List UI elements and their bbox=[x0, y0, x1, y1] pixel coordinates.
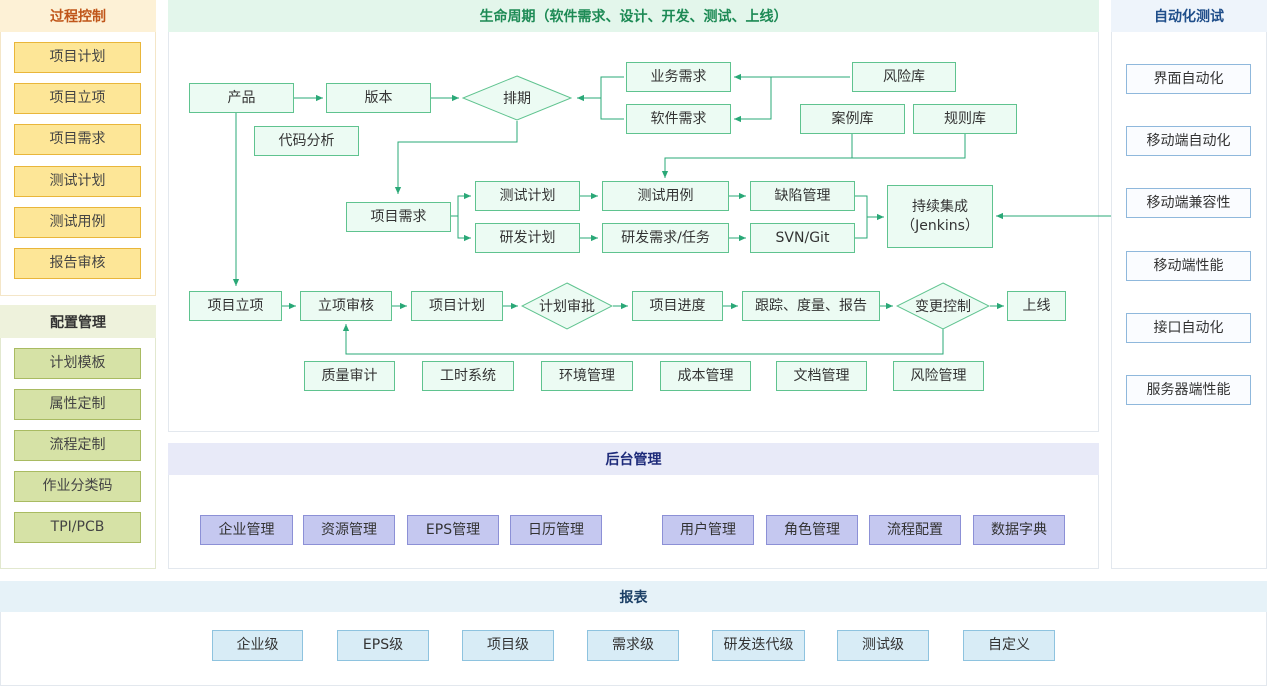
node-test-plan[interactable]: 测试计划 bbox=[475, 181, 580, 211]
node-dev-task[interactable]: 研发需求/任务 bbox=[602, 223, 729, 253]
config-item-tpi-pcb[interactable]: TPI/PCB bbox=[14, 512, 141, 543]
node-doc-mgmt[interactable]: 文档管理 bbox=[776, 361, 867, 391]
process-item-project-init[interactable]: 项目立项 bbox=[14, 83, 141, 114]
node-cost-mgmt[interactable]: 成本管理 bbox=[660, 361, 751, 391]
backend-item-eps[interactable]: EPS管理 bbox=[407, 515, 499, 545]
node-schedule-diamond[interactable]: 排期 bbox=[462, 75, 572, 121]
diamond-shape bbox=[896, 282, 990, 330]
node-test-case[interactable]: 测试用例 bbox=[602, 181, 729, 211]
node-quality-audit[interactable]: 质量审计 bbox=[304, 361, 395, 391]
node-change-ctrl-diamond[interactable]: 变更控制 bbox=[896, 282, 990, 330]
report-item-req[interactable]: 需求级 bbox=[587, 630, 679, 661]
node-case-lib[interactable]: 案例库 bbox=[800, 104, 905, 134]
backend-title: 后台管理 bbox=[168, 443, 1099, 475]
process-item-project-plan[interactable]: 项目计划 bbox=[14, 42, 141, 73]
auto-item-server[interactable]: 服务器端性能 bbox=[1126, 375, 1251, 405]
lifecycle-title: 生命周期（软件需求、设计、开发、测试、上线） bbox=[168, 0, 1099, 32]
node-risk-lib[interactable]: 风险库 bbox=[852, 62, 956, 92]
auto-item-perf[interactable]: 移动端性能 bbox=[1126, 251, 1251, 281]
auto-test-panel bbox=[1111, 0, 1267, 569]
config-item-plan-template[interactable]: 计划模板 bbox=[14, 348, 141, 379]
report-title: 报表 bbox=[0, 581, 1267, 612]
config-item-job-code[interactable]: 作业分类码 bbox=[14, 471, 141, 502]
node-risk-mgmt[interactable]: 风险管理 bbox=[893, 361, 984, 391]
node-timesheet[interactable]: 工时系统 bbox=[422, 361, 514, 391]
backend-item-user[interactable]: 用户管理 bbox=[662, 515, 754, 545]
report-item-eps[interactable]: EPS级 bbox=[337, 630, 429, 661]
node-version[interactable]: 版本 bbox=[326, 83, 431, 113]
node-rule-lib[interactable]: 规则库 bbox=[913, 104, 1017, 134]
diamond-shape bbox=[462, 75, 572, 121]
process-item-project-req[interactable]: 项目需求 bbox=[14, 124, 141, 155]
config-management-title: 配置管理 bbox=[0, 305, 156, 338]
node-ci-jenkins[interactable]: 持续集成 （Jenkins） bbox=[887, 185, 993, 248]
node-proj-init[interactable]: 项目立项 bbox=[189, 291, 282, 321]
node-change-ctrl-label: 变更控制 bbox=[915, 299, 971, 315]
backend-item-flow[interactable]: 流程配置 bbox=[869, 515, 961, 545]
process-item-report-review[interactable]: 报告审核 bbox=[14, 248, 141, 279]
node-online[interactable]: 上线 bbox=[1007, 291, 1066, 321]
node-proj-plan[interactable]: 项目计划 bbox=[411, 291, 503, 321]
node-product[interactable]: 产品 bbox=[189, 83, 294, 113]
node-progress[interactable]: 项目进度 bbox=[632, 291, 723, 321]
auto-item-api[interactable]: 接口自动化 bbox=[1126, 313, 1251, 343]
auto-item-mobile[interactable]: 移动端自动化 bbox=[1126, 126, 1251, 156]
report-item-custom[interactable]: 自定义 bbox=[963, 630, 1055, 661]
node-sw-req[interactable]: 软件需求 bbox=[626, 104, 731, 134]
auto-item-compat[interactable]: 移动端兼容性 bbox=[1126, 188, 1251, 218]
report-item-test[interactable]: 测试级 bbox=[837, 630, 929, 661]
backend-item-dict[interactable]: 数据字典 bbox=[973, 515, 1065, 545]
node-defect-mgmt[interactable]: 缺陷管理 bbox=[750, 181, 855, 211]
process-item-test-plan[interactable]: 测试计划 bbox=[14, 166, 141, 197]
ci-line1: 持续集成 bbox=[912, 198, 968, 215]
node-tracking[interactable]: 跟踪、度量、报告 bbox=[742, 291, 880, 321]
node-dev-plan[interactable]: 研发计划 bbox=[475, 223, 580, 253]
node-svn-git[interactable]: SVN/Git bbox=[750, 223, 855, 253]
backend-item-resource[interactable]: 资源管理 bbox=[303, 515, 395, 545]
node-plan-approve-diamond[interactable]: 计划审批 bbox=[521, 282, 613, 330]
backend-item-calendar[interactable]: 日历管理 bbox=[510, 515, 602, 545]
node-proj-req[interactable]: 项目需求 bbox=[346, 202, 451, 232]
report-item-dev-iter[interactable]: 研发迭代级 bbox=[712, 630, 805, 661]
process-item-test-case[interactable]: 测试用例 bbox=[14, 207, 141, 238]
config-item-flow-custom[interactable]: 流程定制 bbox=[14, 430, 141, 461]
auto-item-ui[interactable]: 界面自动化 bbox=[1126, 64, 1251, 94]
node-env-mgmt[interactable]: 环境管理 bbox=[541, 361, 633, 391]
process-control-title: 过程控制 bbox=[0, 0, 156, 32]
config-item-attr-custom[interactable]: 属性定制 bbox=[14, 389, 141, 420]
report-item-enterprise[interactable]: 企业级 bbox=[212, 630, 303, 661]
backend-item-enterprise[interactable]: 企业管理 bbox=[200, 515, 293, 545]
backend-item-role[interactable]: 角色管理 bbox=[766, 515, 858, 545]
auto-test-title: 自动化测试 bbox=[1111, 0, 1267, 32]
report-item-project[interactable]: 项目级 bbox=[462, 630, 554, 661]
node-schedule-label: 排期 bbox=[503, 91, 531, 107]
diamond-shape bbox=[521, 282, 613, 330]
node-plan-approve-label: 计划审批 bbox=[539, 299, 595, 315]
node-biz-req[interactable]: 业务需求 bbox=[626, 62, 731, 92]
node-init-review[interactable]: 立项审核 bbox=[300, 291, 392, 321]
ci-line2: （Jenkins） bbox=[901, 217, 979, 234]
node-code-analysis[interactable]: 代码分析 bbox=[254, 126, 359, 156]
